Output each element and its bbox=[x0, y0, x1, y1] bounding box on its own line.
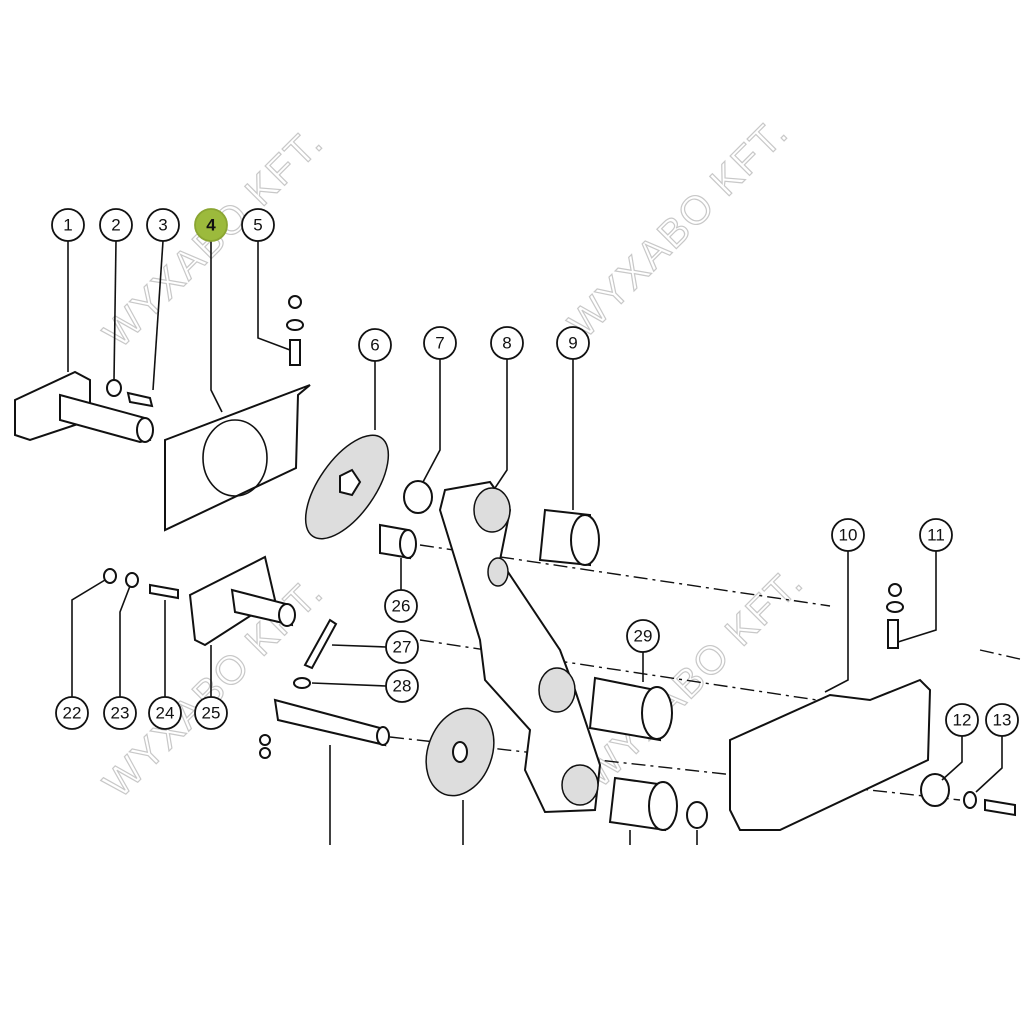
callout-26[interactable]: 26 bbox=[384, 589, 418, 623]
callout-2[interactable]: 2 bbox=[99, 208, 133, 242]
callout-label: 8 bbox=[502, 334, 511, 353]
callouts: 1 2 3 4 5 6 7 8 9 10 11 12 13 22 23 24 2… bbox=[51, 208, 1019, 737]
callout-label: 27 bbox=[393, 638, 412, 657]
watermark: WYXABO KFT. bbox=[560, 110, 797, 347]
callout-label: 2 bbox=[111, 216, 120, 235]
callout-label: 22 bbox=[63, 704, 82, 723]
callout-label: 11 bbox=[927, 526, 945, 545]
callout-29[interactable]: 29 bbox=[626, 619, 660, 653]
callout-9[interactable]: 9 bbox=[556, 326, 590, 360]
callout-label: 9 bbox=[568, 334, 577, 353]
callout-label: 13 bbox=[993, 711, 1012, 730]
callout-label: 6 bbox=[370, 336, 379, 355]
callout-7[interactable]: 7 bbox=[423, 326, 457, 360]
callout-label: 28 bbox=[393, 677, 412, 696]
callout-1[interactable]: 1 bbox=[51, 208, 85, 242]
callout-6[interactable]: 6 bbox=[358, 328, 392, 362]
callout-4-highlighted[interactable]: 4 bbox=[194, 208, 228, 242]
callout-10[interactable]: 10 bbox=[831, 518, 865, 552]
callout-label: 24 bbox=[156, 704, 175, 723]
leader-lines bbox=[67, 240, 1003, 845]
callout-label: 7 bbox=[435, 334, 444, 353]
callout-27[interactable]: 27 bbox=[385, 630, 419, 664]
callout-label: 12 bbox=[953, 711, 972, 730]
callout-label: 10 bbox=[839, 526, 858, 545]
parts bbox=[14, 295, 1016, 832]
callout-3[interactable]: 3 bbox=[146, 208, 180, 242]
callout-label: 29 bbox=[634, 627, 653, 646]
callout-25[interactable]: 25 bbox=[194, 696, 228, 730]
callout-label: 26 bbox=[392, 597, 411, 616]
callout-label: 4 bbox=[206, 216, 216, 235]
callout-13[interactable]: 13 bbox=[985, 703, 1019, 737]
axis-lines bbox=[389, 544, 1024, 801]
callout-28[interactable]: 28 bbox=[385, 669, 419, 703]
callout-label: 5 bbox=[253, 216, 262, 235]
callout-label: 23 bbox=[111, 704, 130, 723]
callout-label: 25 bbox=[202, 704, 221, 723]
callout-23[interactable]: 23 bbox=[103, 696, 137, 730]
callout-8[interactable]: 8 bbox=[490, 326, 524, 360]
callout-label: 1 bbox=[63, 216, 72, 235]
callout-24[interactable]: 24 bbox=[148, 696, 182, 730]
callout-label: 3 bbox=[158, 216, 167, 235]
callout-11[interactable]: 11 bbox=[919, 518, 953, 552]
callout-5[interactable]: 5 bbox=[241, 208, 275, 242]
callout-22[interactable]: 22 bbox=[55, 696, 89, 730]
callout-12[interactable]: 12 bbox=[945, 703, 979, 737]
